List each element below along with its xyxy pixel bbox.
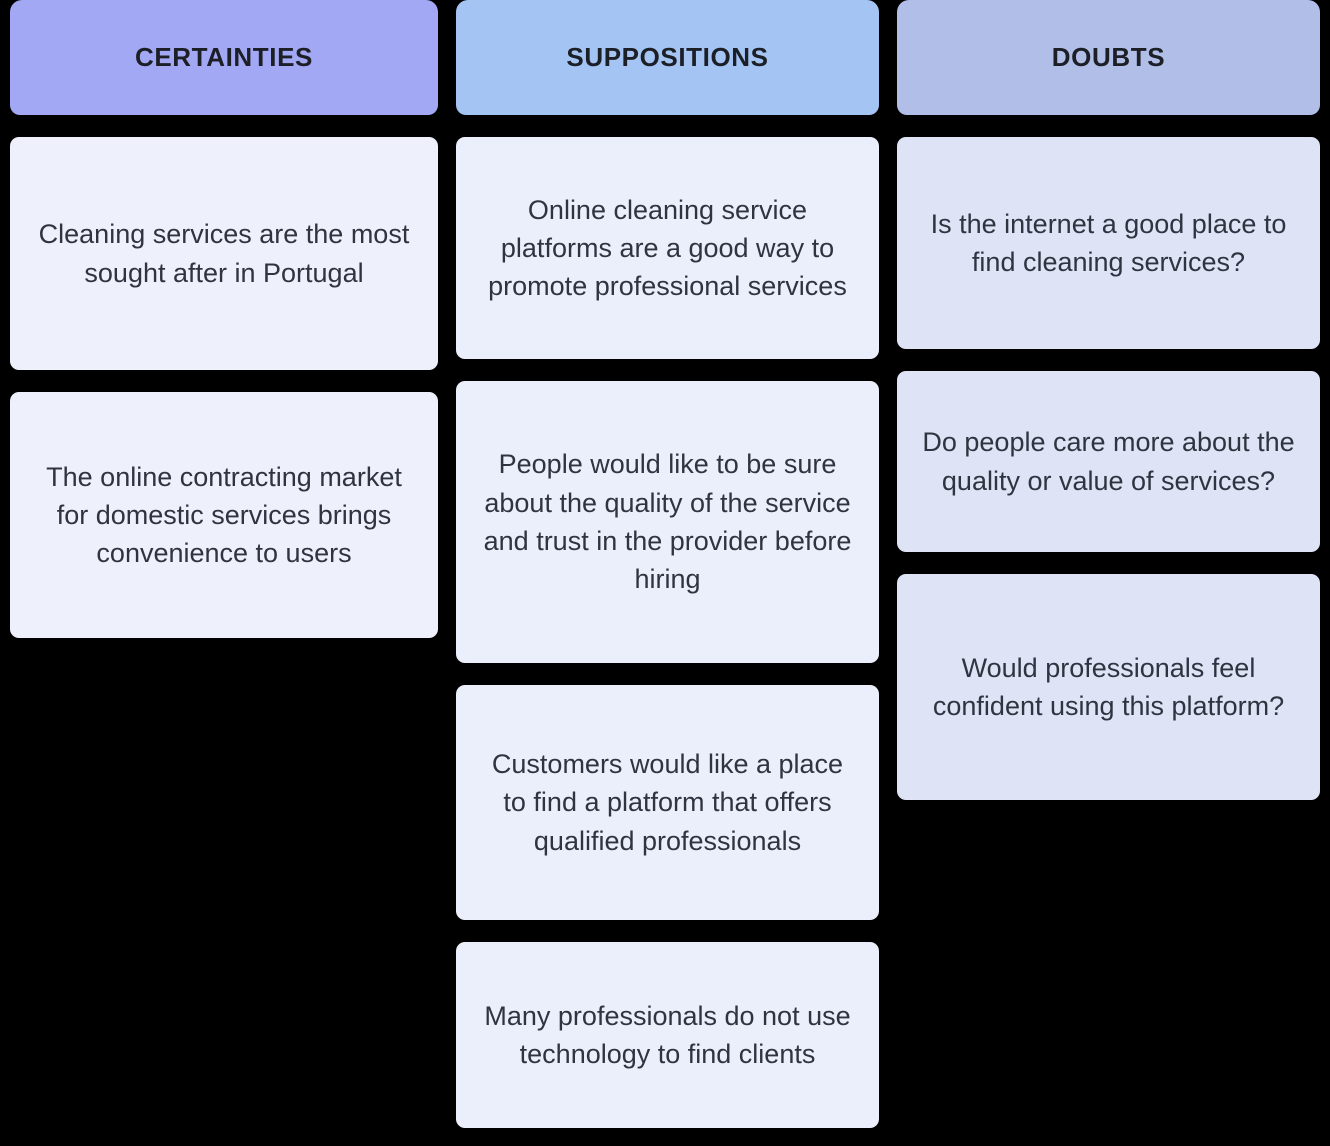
card-text: The online contracting market for domest… bbox=[46, 461, 402, 569]
column-certainties: CERTAINTIES Cleaning services are the mo… bbox=[10, 0, 438, 1146]
card-text: Cleaning services are the most sought af… bbox=[38, 219, 410, 288]
card-text: People would like to be sure about the q… bbox=[483, 449, 852, 595]
column-header-certainties[interactable]: CERTAINTIES bbox=[10, 0, 438, 115]
card-supposition-4[interactable]: Many professionals do not use technology… bbox=[456, 942, 879, 1128]
column-suppositions: SUPPOSITIONS Online cleaning service pla… bbox=[456, 0, 879, 1146]
column-title-suppositions: SUPPOSITIONS bbox=[566, 42, 769, 73]
card-text: Customers would like a place to find a p… bbox=[491, 749, 844, 856]
card-text: Would professionals feel confident using… bbox=[932, 652, 1285, 721]
card-list-doubts: Is the internet a good place to find cle… bbox=[897, 137, 1320, 800]
card-text: Do people care more about the quality or… bbox=[922, 427, 1295, 496]
card-doubt-3[interactable]: Would professionals feel confident using… bbox=[897, 574, 1320, 800]
card-text: Is the internet a good place to find cle… bbox=[930, 208, 1287, 277]
card-certainty-2[interactable]: The online contracting market for domest… bbox=[10, 392, 438, 638]
card-doubt-1[interactable]: Is the internet a good place to find cle… bbox=[897, 137, 1320, 349]
column-title-doubts: DOUBTS bbox=[1051, 42, 1166, 73]
card-text: Online cleaning service platforms are a … bbox=[488, 194, 847, 302]
column-title-certainties: CERTAINTIES bbox=[134, 42, 313, 73]
column-header-suppositions[interactable]: SUPPOSITIONS bbox=[456, 0, 879, 115]
card-supposition-1[interactable]: Online cleaning service platforms are a … bbox=[456, 137, 879, 359]
card-text: Many professionals do not use technology… bbox=[484, 1000, 851, 1069]
column-doubts: DOUBTS Is the internet a good place to f… bbox=[897, 0, 1320, 1146]
column-header-doubts[interactable]: DOUBTS bbox=[897, 0, 1320, 115]
card-certainty-1[interactable]: Cleaning services are the most sought af… bbox=[10, 137, 438, 370]
card-list-certainties: Cleaning services are the most sought af… bbox=[10, 137, 438, 638]
card-list-suppositions: Online cleaning service platforms are a … bbox=[456, 137, 879, 1128]
card-doubt-2[interactable]: Do people care more about the quality or… bbox=[897, 371, 1320, 552]
card-supposition-2[interactable]: People would like to be sure about the q… bbox=[456, 381, 879, 663]
card-supposition-3[interactable]: Customers would like a place to find a p… bbox=[456, 685, 879, 920]
